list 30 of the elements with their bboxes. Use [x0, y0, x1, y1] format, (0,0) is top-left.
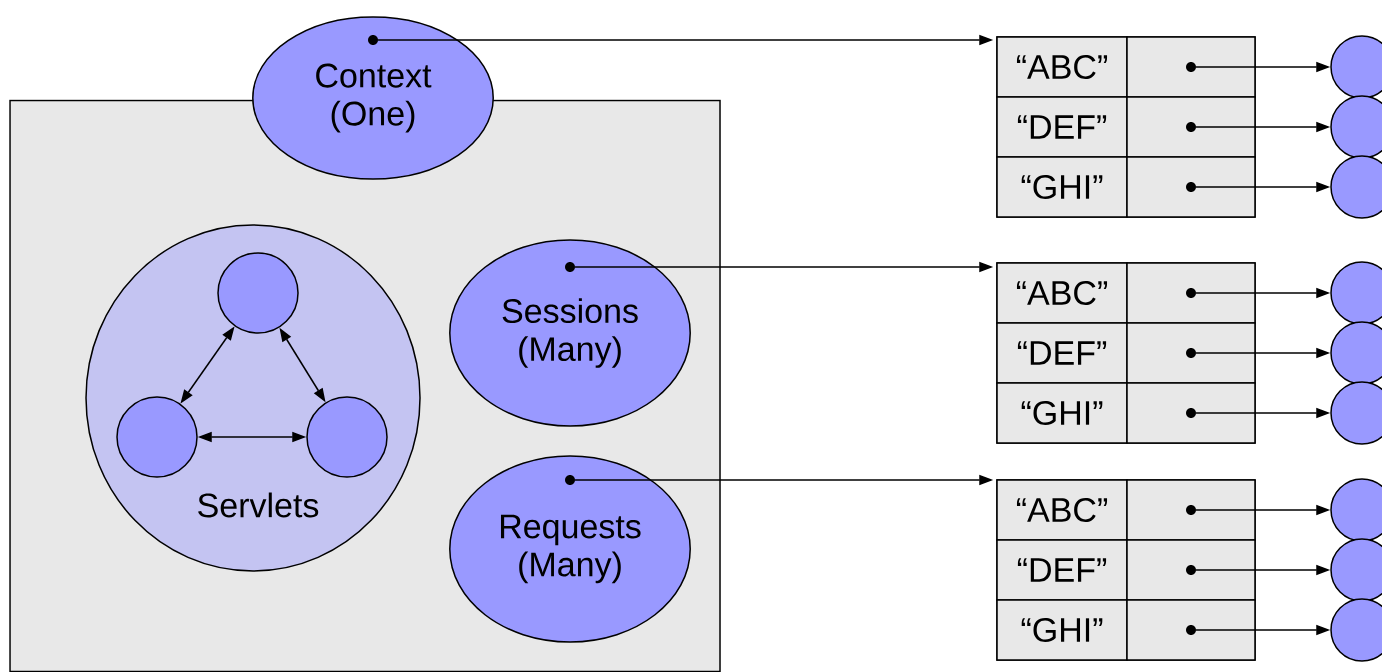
key-cell: “GHI”: [996, 599, 1128, 661]
object-circle: [1330, 95, 1382, 159]
key-cell: “DEF”: [996, 322, 1128, 384]
object-circle: [1330, 155, 1382, 219]
object-circle: [1330, 538, 1382, 602]
value-cell: [1126, 539, 1256, 601]
servlet-circle: [116, 396, 198, 478]
servlet-circle: [306, 396, 388, 478]
object-circle: [1330, 478, 1382, 542]
key-cell: “GHI”: [996, 156, 1128, 218]
key-cell: “DEF”: [996, 96, 1128, 158]
value-cell: [1126, 382, 1256, 444]
key-cell: “ABC”: [996, 479, 1128, 541]
servlet-circle: [217, 252, 299, 334]
key-cell: “ABC”: [996, 262, 1128, 324]
value-cell: [1126, 36, 1256, 98]
object-circle: [1330, 381, 1382, 445]
value-cell: [1126, 156, 1256, 218]
value-cell: [1126, 262, 1256, 324]
key-cell: “DEF”: [996, 539, 1128, 601]
key-cell: “GHI”: [996, 382, 1128, 444]
key-cell: “ABC”: [996, 36, 1128, 98]
object-circle: [1330, 321, 1382, 385]
object-circle: [1330, 598, 1382, 662]
value-cell: [1126, 96, 1256, 158]
object-circle: [1330, 35, 1382, 99]
value-cell: [1126, 599, 1256, 661]
value-cell: [1126, 322, 1256, 384]
value-cell: [1126, 479, 1256, 541]
object-circle: [1330, 261, 1382, 325]
